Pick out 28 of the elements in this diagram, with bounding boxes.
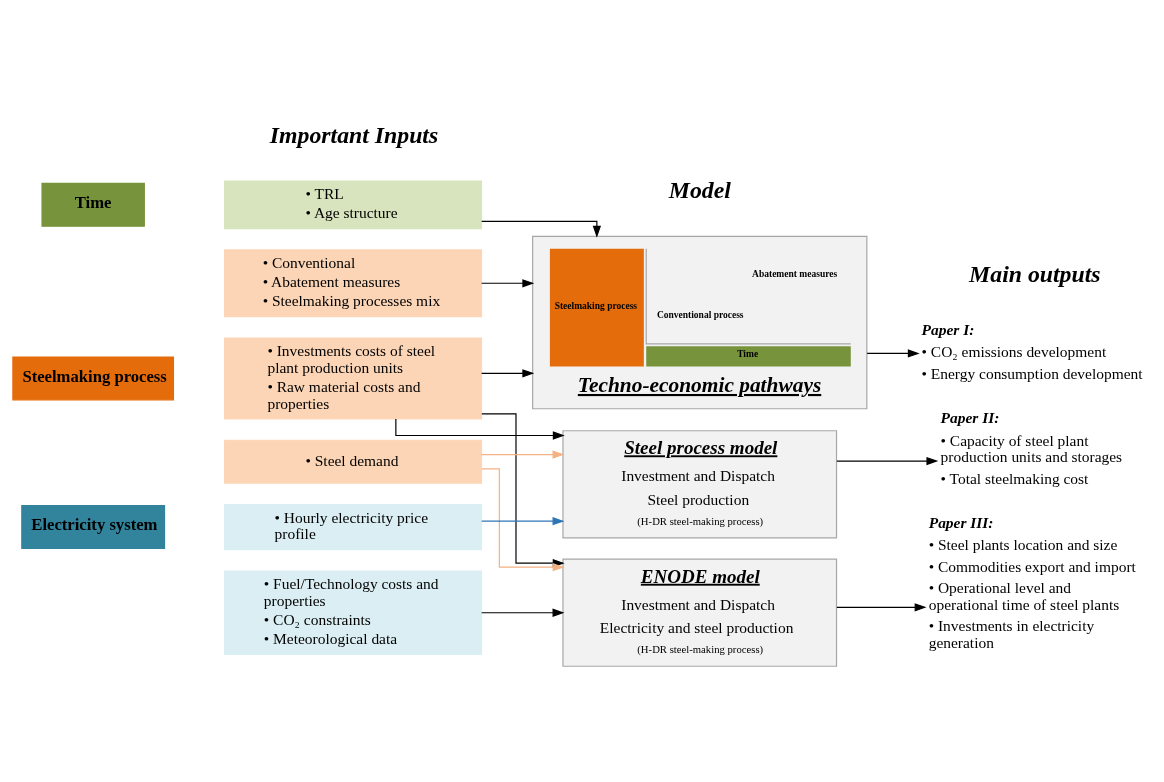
label: Model — [668, 176, 731, 203]
node-box: • Steel demand — [224, 439, 483, 484]
arrow — [866, 348, 920, 358]
node-box: Steelmaking process Abatement measures Conventional process Time Techno-economic pathways — [532, 235, 868, 409]
arrow — [836, 456, 939, 465]
arrow — [481, 449, 565, 459]
node-box: • Fuel/Technology costs and properties • CO₂ constraints • Meteorological data — [224, 570, 483, 655]
node-text: Paper II: • Capacity of steel plant production units and storages • Total steelmaking cost — [940, 408, 1123, 487]
node-text: Paper I: • CO₂ emissions development • Energy consumption development — [921, 320, 1143, 382]
arrow — [481, 368, 535, 378]
arrow — [481, 608, 565, 617]
arrow — [395, 417, 565, 440]
node-box: Steel process model Investment and Dispatch Steel production (H-DR steel-making process) — [562, 429, 838, 538]
node-box: • Hourly electricity price profile — [224, 503, 483, 550]
node-box: ENODE model Investment and Dispatch Electricity and steel production (H-DR steel-making process) — [562, 558, 838, 667]
arrow — [481, 516, 565, 525]
node-box: Time — [41, 182, 145, 227]
node-box: • Investments costs of steel plant production units • Raw material costs and properties — [224, 336, 483, 419]
node-box: Steelmaking process — [12, 355, 175, 400]
node-box: • TRL • Age structure — [224, 179, 483, 229]
arrow — [481, 220, 602, 238]
arrow — [481, 278, 535, 287]
node-box: Electricity system — [21, 504, 166, 549]
node-text: Paper III: • Steel plants location and size • Commodities export and import • Operational level and operational time of steel plants • Investments in electricity generation — [928, 513, 1136, 651]
label: Important Inputs — [269, 121, 439, 148]
node-box: • Conventional • Abatement measures • Steelmaking processes mix — [224, 248, 483, 317]
label: Main outputs — [969, 260, 1101, 287]
arrow — [836, 602, 927, 612]
